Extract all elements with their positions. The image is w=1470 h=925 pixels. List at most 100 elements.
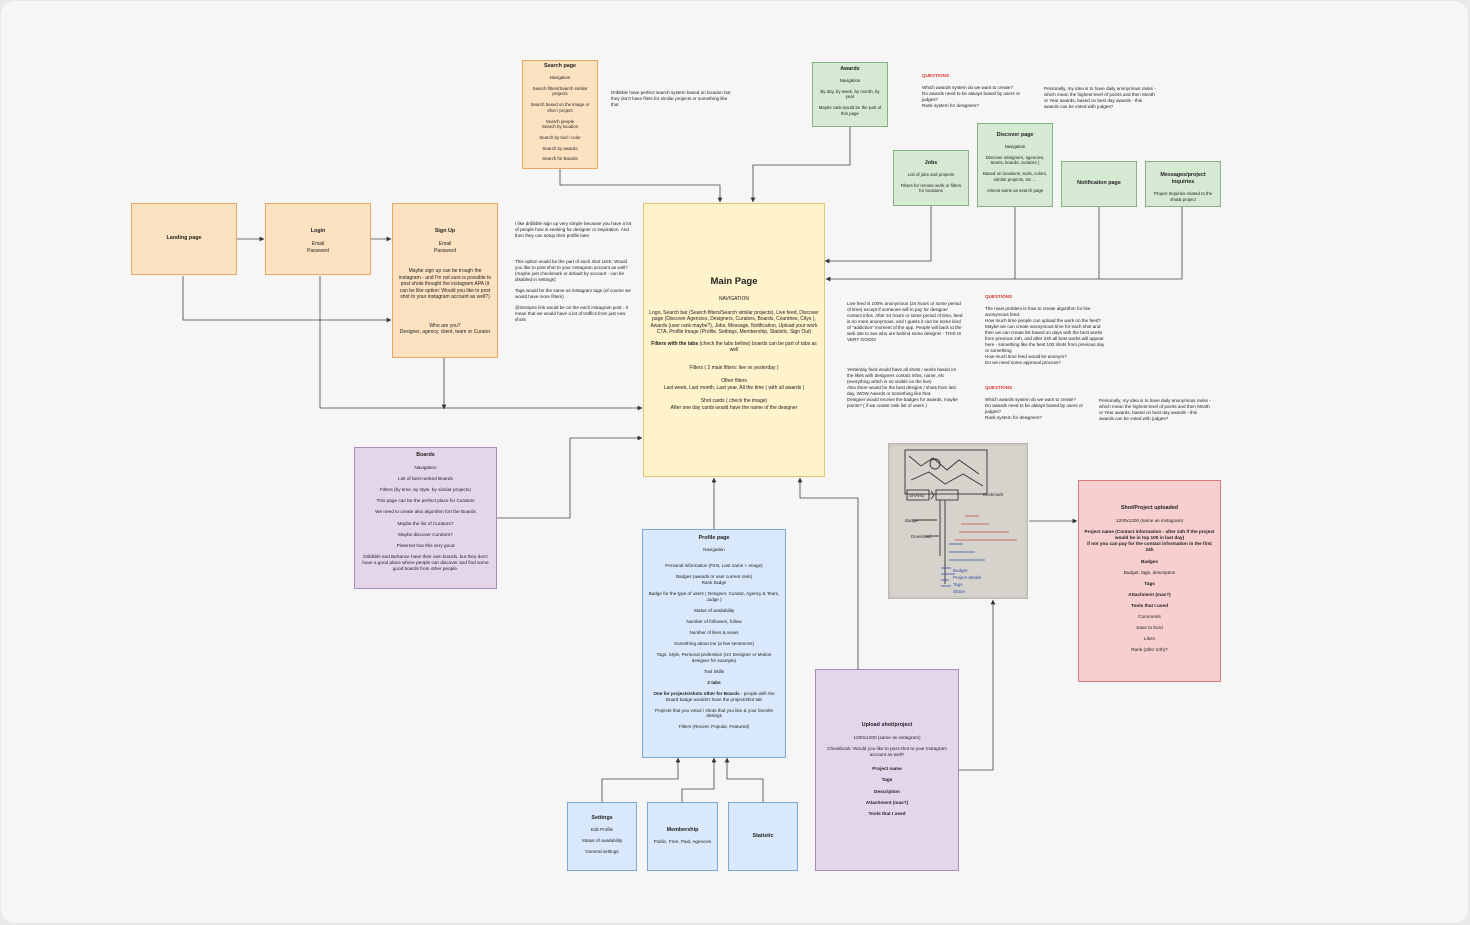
signup-side-notes: I like dribbble sign up very simple beca…	[515, 221, 633, 328]
questions-label: QUESTIONS	[922, 73, 950, 78]
messages-box: Messages/project inquiries Project Inqui…	[1145, 161, 1221, 207]
search-title: Search page	[543, 63, 577, 69]
main-tabs-bold: Filters with the tabs	[651, 340, 699, 347]
settings-line: General settings	[585, 848, 619, 854]
sketch-label: Bookmark	[983, 492, 1004, 497]
shot-line: Comments	[1138, 614, 1161, 620]
profile-tabs-rest: - people with the Board badge wouldn't h…	[666, 690, 775, 702]
upload-field: Project name	[872, 766, 902, 772]
discover-title: Discover page	[996, 132, 1034, 138]
settings-line: Status of availability	[581, 837, 623, 843]
profile-line: Personal information (First, Last name +…	[665, 562, 763, 568]
main-tabs-rest: (check the tabs bellow) boards can be pa…	[698, 340, 817, 354]
main-tabs-line: Filters with the tabs (check the tabs be…	[649, 341, 819, 354]
questions-text: Which awards system do we want to create…	[922, 84, 1021, 108]
main-line: Filters ( 2 main filters: live vs yester…	[689, 364, 779, 371]
shot-title: Shot/Project uploaded	[1120, 505, 1179, 511]
boards-title: Boards	[416, 452, 435, 458]
note-paragraph: I like dribbble sign up very simple beca…	[515, 221, 632, 238]
profile-line: Badges (awards or user current rank) Ran…	[675, 573, 753, 585]
awards-title: Awards	[840, 66, 860, 72]
discover-line: Almost same as search page	[986, 187, 1044, 193]
profile-page-box: Profile page Navigation Personal informa…	[642, 529, 786, 758]
main-line: NAVIGATION	[718, 296, 750, 303]
boards-line: Filters (by time, by style, by similar p…	[380, 487, 471, 493]
sketch-label: Budget	[953, 568, 968, 573]
upload-box: Upload shot/project 1200x1200 (same as i…	[815, 669, 959, 871]
boards-box: Boards Navigation List of best-ranked Bo…	[354, 447, 497, 589]
profile-tabs: 2 tabs	[707, 679, 721, 685]
boards-line: Dribbble and Behance have their own boar…	[362, 553, 489, 572]
upload-line: 1200x1200 (same as instagram)	[853, 735, 921, 741]
questions-label: QUESTIONS	[985, 385, 1013, 390]
questions-text: Which awards system do we want to create…	[985, 396, 1084, 420]
boards-line: This page can be the perfect place for C…	[376, 498, 475, 504]
arrow-membership-profile	[681, 757, 717, 802]
feed-note: Yesterday feed would have all shots / wo…	[847, 366, 958, 408]
shot-field: Tools that I used	[1131, 603, 1168, 608]
jobs-line: List of jobs and projects	[907, 172, 955, 178]
questions-side-note: Personally, my idea is to have daily ano…	[1099, 398, 1211, 421]
awards-line: By day, by week, by month, by year	[820, 88, 880, 100]
main-page-box: Main Page NAVIGATION Logo, Search bar (S…	[643, 203, 825, 477]
boards-line: Maybe the list of Curators?	[397, 520, 454, 526]
arrow-messages-main	[1099, 207, 1183, 280]
boards-line: Maybe discover Curators?	[398, 531, 453, 537]
profile-line: Badge for the type of users ( Designer, …	[648, 590, 780, 602]
awards-line: Navigation	[839, 78, 861, 84]
search-line: Search by tool / color	[539, 135, 581, 141]
upload-field: Tools that I used	[868, 810, 906, 816]
questions-awards-bottom: QUESTIONS Which awards system do we want…	[985, 385, 1095, 421]
boards-line: List of best-ranked Boards	[398, 476, 453, 482]
login-box: Login Email Password	[265, 203, 371, 275]
search-note: Dribbble have perfect search system base…	[611, 90, 731, 107]
jobs-box: Jobs List of jobs and projects Filters f…	[893, 150, 969, 206]
awards-line: Maybe rank would be the part of this pag…	[818, 105, 882, 116]
upload-field: Tags	[881, 777, 893, 783]
arrow-search-main	[559, 169, 723, 203]
search-line: Search filters/Search similar projects	[532, 85, 588, 97]
note-paragraph: Tags would be the same as instagram tags…	[515, 287, 631, 299]
discover-line: Discover designers, agencies, teams, boa…	[985, 154, 1045, 166]
shot-line: Likes	[1144, 636, 1155, 642]
arrow-notification-main	[1015, 207, 1100, 280]
statistic-title: Statistic	[752, 832, 774, 839]
settings-title: Settings	[591, 815, 613, 821]
questions-awards-top: QUESTIONS Which awards system do we want…	[922, 73, 1037, 109]
membership-title: Membership	[666, 827, 699, 833]
search-line: Search based on the image or shot / proj…	[530, 102, 590, 113]
arrow-boards-main	[497, 435, 643, 519]
arrow-upload-sketch	[959, 599, 996, 771]
messages-line: Project Inquiries related to the shot& p…	[1153, 191, 1213, 202]
profile-line: Number of followers, follow	[686, 618, 742, 624]
profile-tabs-bold: One for projects/shots other for Boards	[653, 690, 740, 696]
signup-line: Email	[438, 241, 452, 248]
arrow-statistic-profile	[724, 757, 764, 802]
sketch-label: SHARE	[909, 493, 925, 498]
profile-title: Profile page	[698, 535, 730, 541]
signup-line: Password	[434, 247, 456, 254]
profile-line: Projects that you voted / shots that you…	[654, 707, 774, 719]
landing-page-box: Landing page	[131, 203, 237, 275]
shot-project-name: Project name (Contact information - afte…	[1084, 529, 1215, 553]
search-line: Search by awards	[542, 145, 578, 151]
arrow-awards-main	[750, 127, 851, 203]
questions-label: QUESTIONS	[985, 294, 1013, 299]
shot-uploaded-box: Shot/Project uploaded 1200x1200 (same as…	[1078, 480, 1221, 682]
search-page-box: Search page Navigation Search filters/Se…	[522, 60, 598, 169]
questions-feed: QUESTIONS The main problem is how to cre…	[985, 294, 1105, 366]
upload-field: Attachment (max?)	[865, 799, 909, 805]
arrow-landing-signup	[182, 276, 392, 323]
arrow-upload-main	[797, 477, 859, 669]
profile-line: Status of availability	[693, 607, 735, 613]
profile-line: Filters (Recent, Popular, Featured)	[678, 724, 750, 730]
note-paragraph: @inInspire link would be on the each ins…	[515, 304, 628, 322]
discover-line: Based on locations, tools, colors, simil…	[982, 171, 1048, 182]
sketch-label: Project details	[953, 575, 982, 580]
signup-title: Sign Up	[434, 228, 456, 234]
boards-line: Pinterest has this very good	[396, 542, 455, 548]
profile-line: Number of likes & views	[689, 629, 739, 635]
main-line: Shot cards ( check the image) After one …	[670, 398, 798, 411]
